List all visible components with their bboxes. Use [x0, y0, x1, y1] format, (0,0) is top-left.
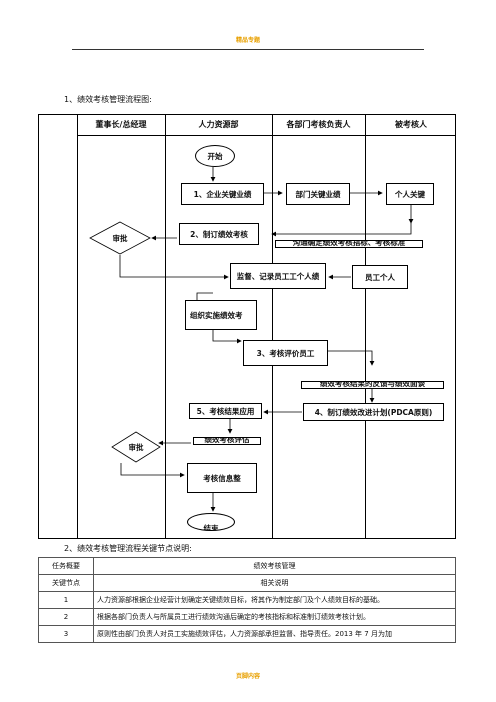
approve-label-2: 审批	[128, 443, 144, 452]
feedback-box: 绩效考核结果的反馈与绩效面谈	[301, 381, 444, 389]
table-cell: 1	[38, 591, 94, 609]
lane-header-hr: 人力资源部	[198, 120, 239, 129]
lane-divider	[272, 115, 273, 538]
table-cell: 相关说明	[93, 574, 456, 592]
table-cell: 人力资源部根据企业经营计划确定关键绩效目标，将其作为制定部门及个人绩效目标的基础…	[93, 591, 456, 609]
key-nodes-table: 任务概要 绩效考核管理 关键节点 相关说明 1 人力资源部根据企业经营计划确定关…	[38, 557, 456, 643]
improve-plan-box: 4、制订绩效改进计划(PDCA原则)	[303, 403, 444, 421]
organize-box: 组织实施绩效考	[185, 300, 257, 330]
lane-divider	[165, 115, 166, 538]
dept-kpi-box: 部门关键业绩	[286, 183, 350, 205]
header-watermark: 精品专题	[235, 37, 260, 44]
table-cell: 任务概要	[38, 557, 94, 575]
company-kpi-box: 1、企业关键业绩	[181, 183, 264, 205]
lane-header-dept-heads: 各部门考核负责人	[286, 120, 351, 129]
personal-kpi-box: 个人关键	[386, 183, 434, 205]
employee-box: 员工个人	[352, 265, 408, 289]
table-row: 3 原则性由部门负责人对员工实施绩效评估，人力资源部承担监督、指导责任。2013…	[38, 625, 456, 643]
table-cell: 3	[38, 625, 94, 643]
end-node: 结束	[187, 513, 235, 531]
start-node: 开始	[195, 145, 235, 167]
flow-connectors	[119, 167, 414, 512]
table-cell: 关键节点	[38, 574, 94, 592]
lane-divider	[365, 115, 366, 538]
lane-header-employees: 被考核人	[395, 120, 427, 129]
header-rule	[72, 49, 424, 50]
table-row: 2 根据各部门负责人与所属员工进行绩效沟通后确定的考核指标和标准制订绩效考核计划…	[38, 608, 456, 626]
approve-diamond-2	[111, 431, 161, 463]
table-cell: 原则性由部门负责人对员工实施绩效评估，人力资源部承担监督、指导责任。2013 年…	[93, 625, 456, 643]
table-row: 1 人力资源部根据企业经营计划确定关键绩效目标，将其作为制定部门及个人绩效目标的…	[38, 591, 456, 609]
table-cell: 2	[38, 608, 94, 626]
table-cell: 绩效考核管理	[93, 557, 456, 575]
lane-header-rule	[77, 135, 455, 136]
archive-box: 考核信息整	[187, 463, 257, 493]
lane-divider	[77, 115, 78, 538]
end-label: 结束	[203, 524, 219, 531]
summary-box: 绩效考核评估	[193, 437, 261, 445]
communicate-box: 沟通确定绩效考核指标、考核标准	[275, 240, 423, 248]
apply-results-box: 5、考核结果应用	[189, 403, 262, 419]
table-row: 关键节点 相关说明	[38, 574, 456, 592]
section2-title: 2、绩效考核管理流程关键节点说明:	[64, 544, 192, 553]
make-assessment-box: 2、制订绩效考核	[179, 223, 259, 245]
section1-title: 1、绩效考核管理流程图:	[64, 95, 152, 104]
lane-header-ceo: 董事长/总经理	[95, 120, 147, 129]
monitor-box: 监督、记录员工工个人绩	[230, 263, 326, 289]
evaluate-box: 3、考核评价员工	[243, 340, 328, 366]
approve-diamond-1	[89, 221, 151, 255]
table-cell: 根据各部门负责人与所属员工进行绩效沟通后确定的考核指标和标准制订绩效考核计划。	[93, 608, 456, 626]
table-row: 任务概要 绩效考核管理	[38, 557, 456, 575]
footer-watermark: 页脚内容	[235, 673, 260, 680]
approve-label-1: 审批	[112, 234, 128, 243]
flowchart: 董事长/总经理 人力资源部 各部门考核负责人 被考核人	[38, 114, 456, 539]
